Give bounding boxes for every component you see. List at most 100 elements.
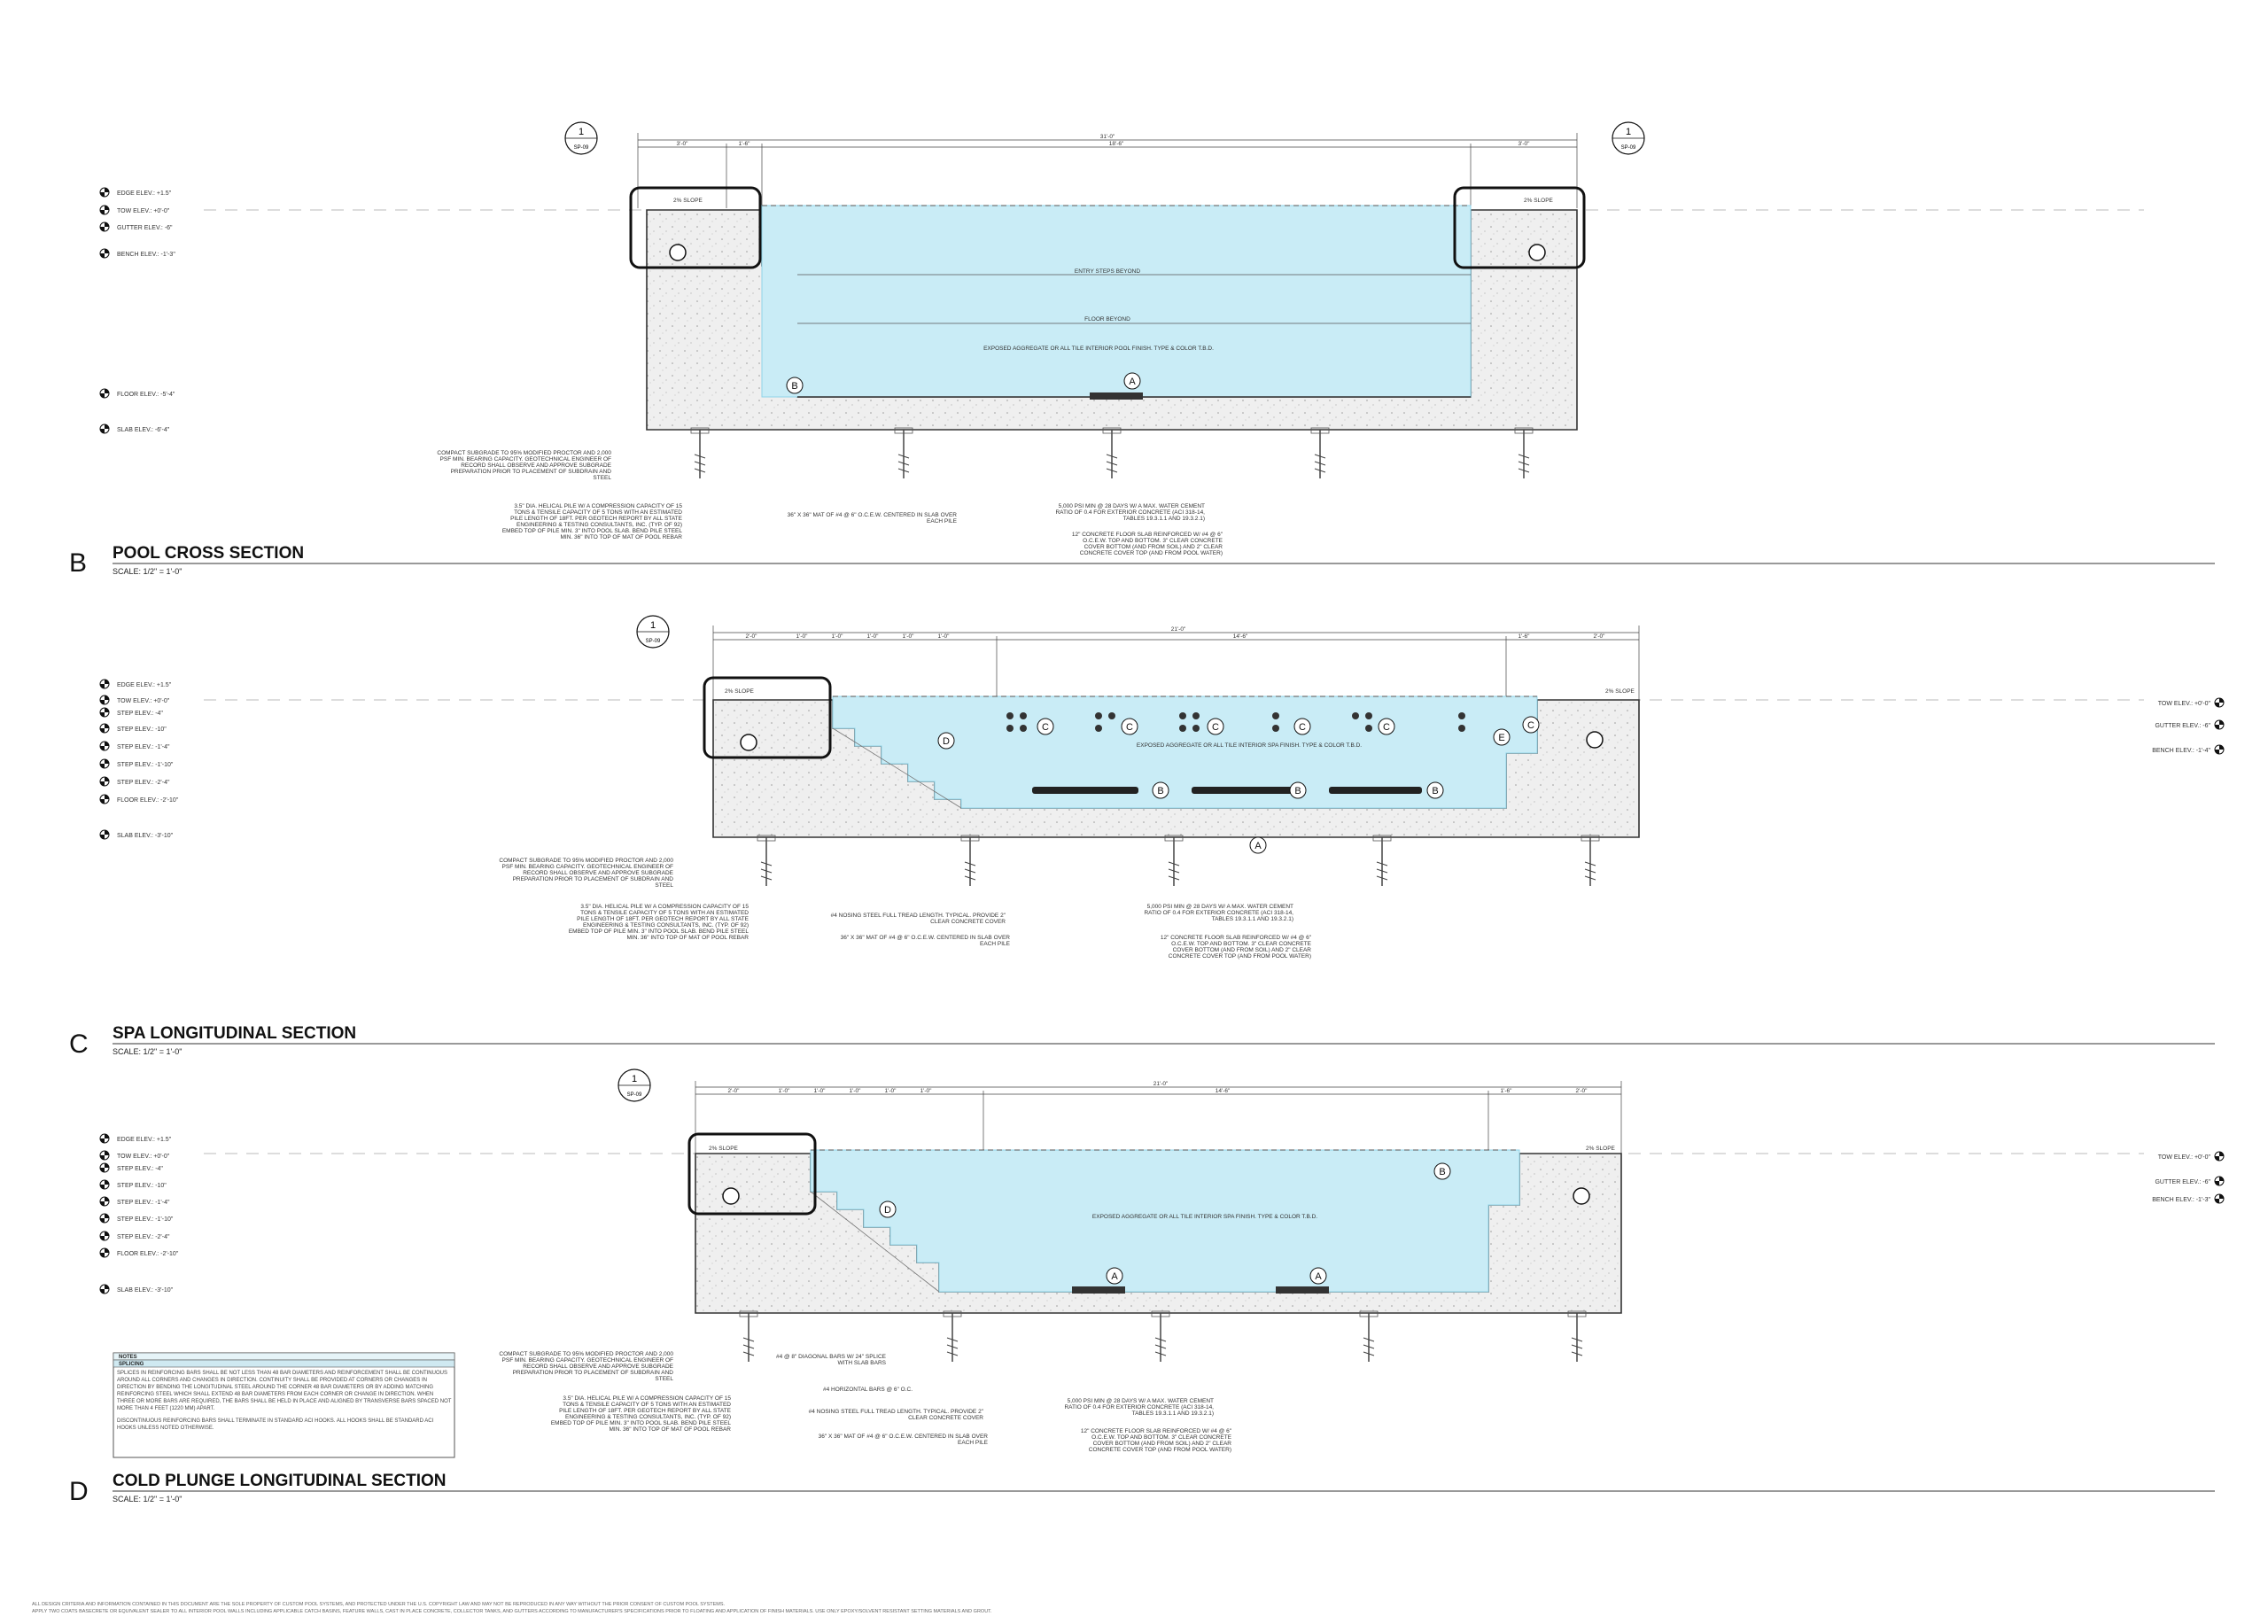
gutter-pipe-icon (1528, 244, 1546, 261)
callout-a: A (1123, 372, 1141, 390)
note-floor-slab: 12" CONCRETE FLOOR SLAB REINFORCED W/ #4… (1160, 935, 1311, 960)
callout-c: C (1037, 718, 1054, 735)
helical-pile (1151, 1310, 1170, 1363)
elevation-markers: EDGE ELEV.: +1.5" TOW ELEV.: +0'-0" GUTT… (99, 187, 175, 434)
svg-text:TOW ELEV.: +0'-0": TOW ELEV.: +0'-0" (117, 698, 170, 704)
svg-text:BENCH ELEV.: -1'-4": BENCH ELEV.: -1'-4" (2152, 748, 2210, 754)
section-letter: D (69, 1477, 89, 1506)
svg-text:SLAB ELEV.: -6'-4": SLAB ELEV.: -6'-4" (117, 427, 170, 433)
svg-text:C: C (1299, 722, 1306, 733)
gutter-detail-box-left (629, 186, 762, 269)
svg-text:STEP ELEV.: -2'-4": STEP ELEV.: -2'-4" (117, 1234, 170, 1240)
note-pile-mat: 36" X 36" MAT OF #4 @ 6" O.C.E.W. CENTER… (840, 935, 1010, 947)
gutter-pipe-icon (722, 1187, 740, 1205)
helical-pile (739, 1310, 758, 1363)
callout-a: A (1106, 1267, 1123, 1285)
dimension-string (712, 626, 1640, 700)
svg-text:STEP ELEV.: -1'-10": STEP ELEV.: -1'-10" (117, 762, 174, 768)
helical-pile (757, 835, 776, 887)
helical-pile (690, 427, 710, 479)
svg-text:SP-09: SP-09 (627, 1092, 642, 1098)
note-pile-mat: 36" X 36" MAT OF #4 @ 6" O.C.E.W. CENTER… (787, 512, 957, 524)
section-title: SPA LONGITUDINAL SECTION (113, 1024, 356, 1043)
section-scale: SCALE: 1/2" = 1'-0" (113, 1495, 182, 1504)
dimension: 2'-0" (1576, 1088, 1588, 1094)
section-scale: SCALE: 1/2" = 1'-0" (113, 1047, 182, 1056)
helical-pile (943, 1310, 962, 1363)
note-horizontal-bars: #4 HORIZONTAL BARS @ 6" O.C. (822, 1387, 913, 1393)
dimension: 1'-0" (885, 1088, 897, 1094)
gutter-pipe-icon (669, 244, 687, 261)
dimension-string (695, 1081, 1622, 1154)
plunge-water (810, 1149, 1520, 1293)
callout-b: B (1433, 1162, 1451, 1180)
svg-text:1: 1 (650, 620, 656, 631)
construction-notes: COMPACT SUBGRADE TO 95% MODIFIED PROCTOR… (499, 1351, 1231, 1453)
dimension: 1'-6" (739, 141, 751, 147)
note-subgrade: COMPACT SUBGRADE TO 95% MODIFIED PROCTOR… (499, 1351, 673, 1382)
svg-text:SLAB ELEV.: -3'-10": SLAB ELEV.: -3'-10" (117, 833, 174, 839)
helical-pile (1372, 835, 1392, 887)
callout-c: C (1121, 718, 1138, 735)
helical-pile (1581, 835, 1600, 887)
label-finish: EXPOSED AGGREGATE OR ALL TILE INTERIOR P… (983, 346, 1214, 352)
note-helical-pile: 3.5" DIA. HELICAL PILE W/ A COMPRESSION … (568, 904, 749, 941)
gutter-pipe-icon (1586, 731, 1604, 749)
svg-text:D: D (943, 736, 950, 747)
svg-text:TOW ELEV.: +0'-0": TOW ELEV.: +0'-0" (117, 1154, 170, 1160)
svg-text:C: C (1042, 722, 1049, 733)
label-finish: EXPOSED AGGREGATE OR ALL TILE INTERIOR S… (1137, 742, 1362, 749)
svg-text:STEP ELEV.: -4": STEP ELEV.: -4" (117, 711, 163, 717)
svg-text:SP-09: SP-09 (574, 145, 589, 151)
svg-text:EDGE ELEV.: +1.5": EDGE ELEV.: +1.5" (117, 1137, 172, 1143)
note-nosing-steel: #4 NOSING STEEL FULL TREAD LENGTH. TYPIC… (808, 1409, 983, 1421)
elevation-markers-right: TOW ELEV.: +0'-0" GUTTER ELEV.: -6" BENC… (2152, 697, 2225, 755)
svg-text:1: 1 (579, 127, 584, 137)
helical-pile (960, 835, 980, 887)
bench-drains (1032, 787, 1422, 794)
section-title: POOL CROSS SECTION (113, 544, 304, 563)
dimension: 1'-6" (1501, 1088, 1513, 1094)
main-drain (1090, 392, 1143, 400)
svg-text:C: C (1527, 720, 1534, 731)
section-b: 1 SP-09 1 SP-09 31'-0" 3'-0" 1'-6" 18'-6… (69, 121, 2215, 578)
note-floor-slab: 12" CONCRETE FLOOR SLAB REINFORCED W/ #4… (1080, 1428, 1231, 1453)
note-subgrade: COMPACT SUBGRADE TO 95% MODIFIED PROCTOR… (499, 858, 673, 889)
svg-text:SP-09: SP-09 (646, 639, 661, 644)
svg-text:BENCH ELEV.: -1'-3": BENCH ELEV.: -1'-3" (2152, 1197, 2210, 1203)
spa-water (832, 695, 1538, 809)
dimension: 1'-0" (938, 633, 951, 640)
dimension: 18'-6" (1109, 141, 1124, 147)
dimension: 2'-0" (746, 633, 758, 640)
section-title: COLD PLUNGE LONGITUDINAL SECTION (113, 1472, 446, 1490)
callout-d: D (879, 1201, 897, 1218)
spa-jets (1006, 712, 1465, 732)
dimension: 1'-0" (903, 633, 915, 640)
section-ref-tag: 1 SP-09 (636, 615, 670, 649)
note-diagonal-bars: #4 @ 8" DIAGONAL BARS W/ 24" SPLICE WITH… (775, 1354, 886, 1366)
dimension: 1'-0" (867, 633, 880, 640)
dimension: 3'-0" (677, 141, 689, 147)
dimension: 1'-0" (779, 1088, 791, 1094)
svg-text:TOW ELEV.: +0'-0": TOW ELEV.: +0'-0" (2158, 1154, 2211, 1161)
slope-label: 2% SLOPE (709, 1146, 739, 1152)
svg-text:EDGE ELEV.: +1.5": EDGE ELEV.: +1.5" (117, 682, 172, 688)
svg-text:A: A (1315, 1271, 1322, 1282)
svg-text:GUTTER ELEV.: -6": GUTTER ELEV.: -6" (117, 225, 173, 231)
notes-box: NOTES SPLICING SPLICES IN REINFORCING BA… (113, 1352, 455, 1458)
note-nosing-steel: #4 NOSING STEEL FULL TREAD LENGTH. TYPIC… (830, 913, 1006, 925)
notes-subheader: SPLICING (119, 1362, 144, 1367)
svg-text:TOW ELEV.: +0'-0": TOW ELEV.: +0'-0" (2158, 701, 2211, 707)
elevation-markers-left: EDGE ELEV.: +1.5" TOW ELEV.: +0'-0" STEP… (99, 679, 179, 840)
gutter-detail-box-right (1453, 186, 1586, 269)
svg-text:STEP ELEV.: -1'-10": STEP ELEV.: -1'-10" (117, 1216, 174, 1223)
svg-text:1: 1 (632, 1074, 637, 1084)
svg-text:B: B (791, 381, 797, 392)
dimension: 14'-6" (1216, 1088, 1231, 1094)
section-letter: B (69, 548, 87, 578)
svg-text:FLOOR ELEV.: -2'-10": FLOOR ELEV.: -2'-10" (117, 1251, 179, 1257)
note-concrete-strength: 5,000 PSI MIN @ 28 DAYS W/ A MAX. WATER … (1064, 1398, 1214, 1417)
label-floor-beyond: FLOOR BEYOND (1084, 316, 1130, 322)
svg-text:A: A (1129, 377, 1136, 387)
